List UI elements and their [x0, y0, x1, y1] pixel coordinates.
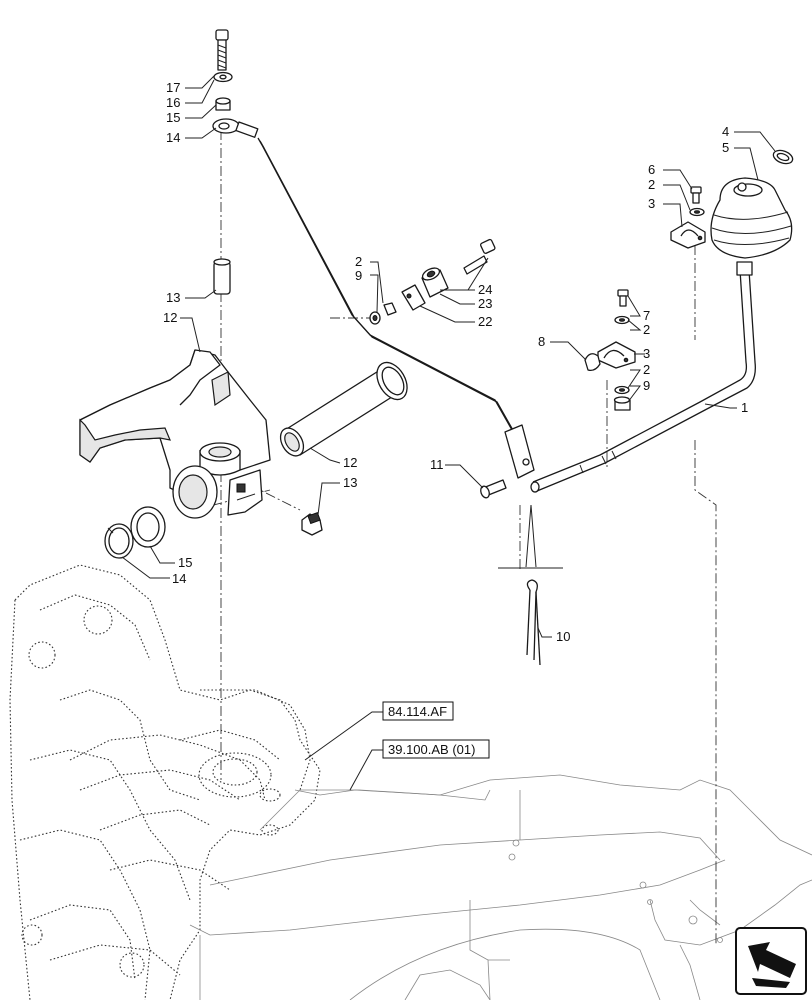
callout-3b: 3: [643, 346, 650, 361]
callout-8: 8: [538, 334, 545, 349]
part-bolt-24: [463, 238, 496, 275]
callout-2c: 2: [643, 322, 650, 337]
callout-12: 12: [343, 455, 357, 470]
reference-label-b: 39.100.AB (01): [388, 742, 475, 757]
part-washer-15: [130, 506, 166, 548]
callout-4: 4: [722, 124, 729, 139]
callout-7: 7: [643, 308, 650, 323]
part-bracket-16: [79, 349, 271, 519]
part-nut-19: [215, 97, 231, 111]
part-clevis-pin-11: [480, 479, 507, 499]
part-washer-2a: [369, 311, 381, 325]
callout-2b: 2: [648, 177, 655, 192]
part-clip-8: [584, 353, 601, 372]
callout-10: 10: [556, 629, 570, 644]
part-bolt-7: [617, 289, 629, 307]
part-sleeve-12: [279, 361, 408, 457]
part-clamp-22: [401, 284, 426, 311]
callout-13: 13: [343, 475, 357, 490]
part-bolt-6: [690, 186, 702, 204]
callout-11: 11: [430, 457, 444, 472]
part-washer-2b: [689, 207, 705, 217]
part-clamp-3b: [597, 341, 636, 369]
part-clevis-fork: [504, 424, 535, 479]
previous-page-arrow-icon[interactable]: [735, 927, 807, 995]
callout-1: 1: [741, 400, 748, 415]
callout-3a: 3: [648, 196, 655, 211]
reference-box-a[interactable]: 84.114.AF: [382, 701, 454, 721]
part-pin-17: [213, 258, 231, 295]
callout-22: 22: [478, 314, 492, 329]
part-control-rod-1: [530, 261, 756, 493]
part-spacer-23: [421, 267, 449, 298]
callout-16: 12: [163, 310, 177, 325]
callout-2a: 2: [355, 254, 362, 269]
callout-15: 15: [178, 555, 192, 570]
ghost-frame-assembly: [9, 564, 321, 1000]
alignment-axes: [194, 130, 717, 945]
reference-label-a: 84.114.AF: [388, 704, 447, 719]
part-washer-20: [213, 71, 233, 83]
part-circlip-14: [104, 523, 134, 559]
part-washer-2d: [614, 385, 630, 395]
part-clip-4: [772, 149, 794, 165]
part-nut-9b: [613, 396, 631, 411]
callout-14: 14: [172, 571, 186, 586]
callout-24: 24: [478, 282, 492, 297]
part-nut-9a: [383, 302, 397, 316]
part-cable-eyelet-18: [212, 118, 259, 138]
callout-18: 14: [166, 130, 180, 145]
callout-5: 5: [722, 140, 729, 155]
callout-19: 15: [166, 110, 180, 125]
part-cotter-pin-10: [526, 579, 541, 666]
part-grease-fitting-13: [301, 511, 323, 536]
callout-17: 13: [166, 290, 180, 305]
callout-6: 6: [648, 162, 655, 177]
part-boot-5: [710, 177, 793, 259]
callout-23: 23: [478, 296, 492, 311]
control-cable: [257, 137, 515, 433]
callout-20: 16: [166, 95, 180, 110]
reference-box-b[interactable]: 39.100.AB (01): [382, 739, 490, 759]
main-frame-outline: [189, 774, 812, 1000]
part-clamp-3a: [670, 221, 706, 249]
callout-9b: 9: [643, 378, 650, 393]
section-marker: [498, 504, 563, 569]
callout-labels: 17 16 15 14 13 12 12 13 15 14 2 9 24 23 …: [163, 80, 748, 644]
part-washer-2c: [614, 315, 630, 325]
callout-21: 17: [166, 80, 180, 95]
leader-lines: [121, 75, 776, 791]
part-bolt-21: [215, 29, 229, 71]
callout-9a: 9: [355, 268, 362, 283]
callout-2d: 2: [643, 362, 650, 377]
